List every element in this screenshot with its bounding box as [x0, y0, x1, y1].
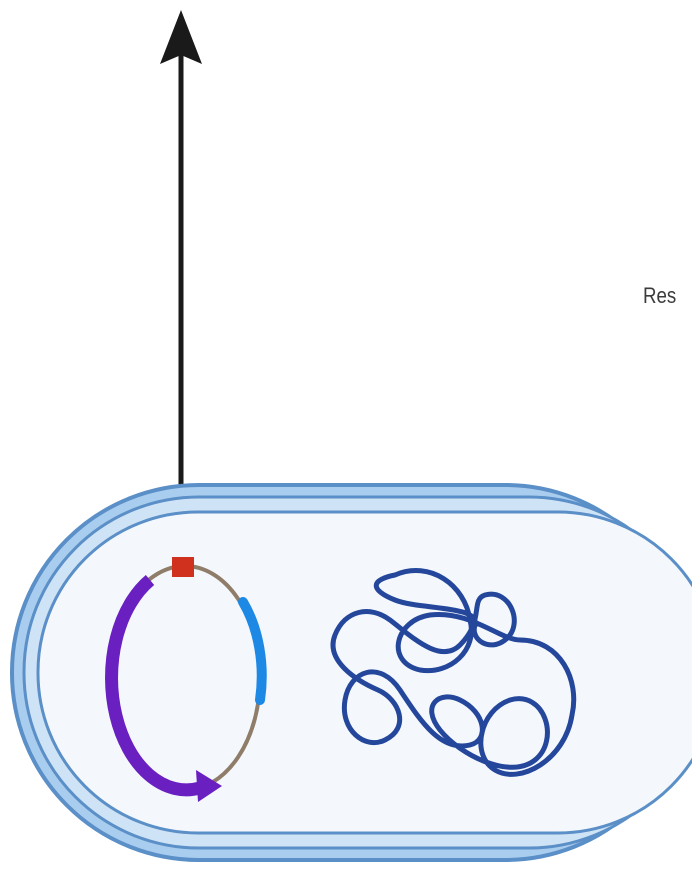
right-edge-label: Res [643, 283, 677, 308]
chromosome [330, 568, 577, 777]
plasmid-gene-purple [105, 575, 202, 797]
export-arrow-head [160, 10, 202, 64]
plasmid-gene-blue [238, 597, 267, 705]
plasmid [105, 557, 267, 802]
plasmid-gene-purple-arrowhead [196, 770, 222, 802]
plasmid-site-red [172, 557, 194, 577]
